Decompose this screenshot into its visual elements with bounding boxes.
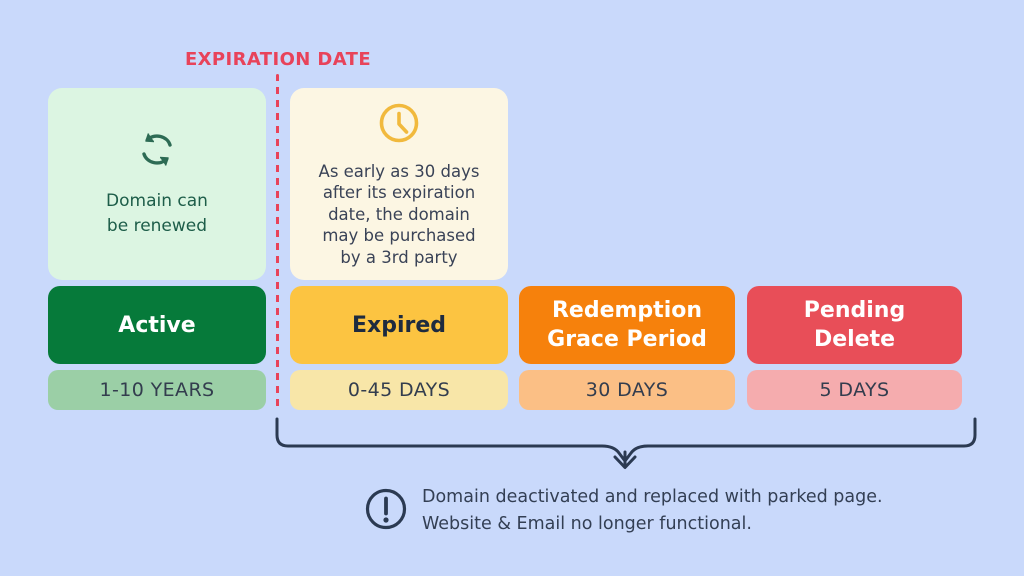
duration-label: 0-45 DAYS (347, 379, 451, 401)
duration-bar-expired: 0-45 DAYS (290, 370, 508, 410)
duration-label: 1-10 YEARS (99, 379, 215, 401)
stage-bar-expired: Expired (290, 286, 508, 364)
card-third-party-purchase: As early as 30 days after its expiration… (290, 88, 508, 280)
expiration-date-label: EXPIRATION DATE (184, 49, 372, 70)
footnote: Domain deactivated and replaced with par… (422, 484, 883, 537)
footnote-line-2: Website & Email no longer functional. (422, 513, 752, 534)
stage-bar-redemption-grace-period: Redemption Grace Period (519, 286, 735, 364)
duration-bar-pending-delete: 5 DAYS (747, 370, 962, 410)
alert-exclamation-icon (365, 488, 407, 534)
card-third-party-purchase-text: As early as 30 days after its expiration… (318, 161, 480, 267)
refresh-icon (135, 130, 179, 174)
stage-bar-pending-delete: Pending Delete (747, 286, 962, 364)
card-domain-renewable: Domain can be renewed (48, 88, 266, 280)
footnote-line-1: Domain deactivated and replaced with par… (422, 487, 883, 507)
clock-icon (376, 100, 422, 150)
duration-bar-active: 1-10 YEARS (48, 370, 266, 410)
expiration-divider-line (276, 74, 279, 412)
duration-bar-redemption-grace-period: 30 DAYS (519, 370, 735, 410)
stage-label: Active (118, 312, 196, 338)
stage-bar-active: Active (48, 286, 266, 364)
stage-label: Pending Delete (803, 298, 906, 352)
card-domain-renewable-text: Domain can be renewed (106, 190, 208, 236)
duration-label: 5 DAYS (819, 379, 890, 401)
stage-label: Redemption Grace Period (547, 298, 707, 352)
stage-label: Expired (351, 312, 447, 338)
duration-label: 30 DAYS (585, 379, 669, 401)
